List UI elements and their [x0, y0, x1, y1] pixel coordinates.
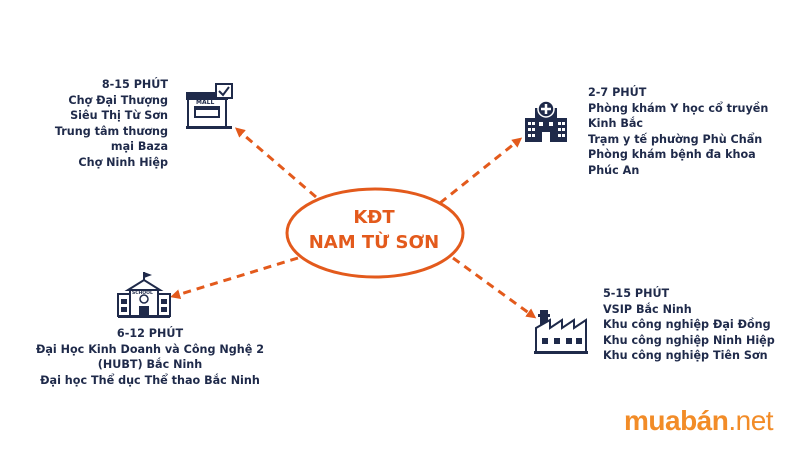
shopping-block: 8-15 PHÚT Chợ Đại Thượng Siêu Thị Từ Sơn… — [55, 77, 168, 170]
industry-time: 5-15 PHÚT — [603, 287, 670, 300]
mall-icon-label: MALL — [196, 99, 214, 106]
brand-logo-main: muabán — [624, 405, 729, 436]
arrow-to-health — [439, 137, 523, 205]
center-label-line1: KĐT — [353, 207, 395, 228]
industry-item: Khu công nghiệp Ninh Hiệp — [603, 333, 775, 347]
health-item: Kinh Bắc — [588, 117, 644, 130]
education-item: (HUBT) Bắc Ninh — [97, 358, 203, 371]
center-label-line2: NAM TỪ SƠN — [308, 232, 440, 253]
health-item: Phòng khám Y học cổ truyền — [588, 101, 769, 115]
brand-logo: muabán.net — [624, 405, 774, 437]
industry-item: Khu công nghiệp Tiên Sơn — [603, 349, 768, 362]
shopping-item: Chợ Đại Thượng — [68, 93, 168, 107]
arrow-to-shopping — [234, 127, 317, 199]
brand-logo-suffix: .net — [728, 405, 774, 436]
health-item: Phòng khám bệnh đa khoa — [588, 148, 756, 161]
industry-item: VSIP Bắc Ninh — [603, 302, 692, 316]
education-item: Đại Học Kinh Doanh và Công Nghệ 2 — [35, 342, 264, 356]
industry-block: 5-15 PHÚT VSIP Bắc Ninh Khu công nghiệp … — [603, 286, 775, 364]
arrow-to-education — [170, 256, 299, 300]
shopping-item: Siêu Thị Từ Sơn — [70, 109, 168, 122]
shopping-item: Chợ Ninh Hiệp — [78, 155, 168, 169]
factory-icon — [534, 310, 588, 354]
education-time: 6-12 PHÚT — [116, 327, 184, 340]
shopping-item: Trung tâm thương — [54, 124, 168, 138]
shopping-item: mại Baza — [110, 140, 168, 153]
shopping-time: 8-15 PHÚT — [101, 78, 168, 91]
industry-item: Khu công nghiệp Đại Đồng — [603, 318, 771, 331]
school-icon-label: SCHOOL — [132, 290, 153, 296]
education-item: Đại học Thể dục Thể thao Bắc Ninh — [40, 373, 260, 387]
health-time: 2-7 PHÚT — [588, 86, 647, 99]
arrow-to-industry — [452, 256, 537, 319]
school-icon: SCHOOL — [117, 272, 171, 318]
education-block: 6-12 PHÚT Đại Học Kinh Doanh và Công Ngh… — [30, 326, 270, 388]
hospital-icon — [525, 100, 567, 142]
mall-icon: MALL — [186, 83, 233, 129]
health-item: Phúc An — [588, 163, 640, 177]
health-item: Trạm y tế phường Phù Chẩn — [588, 132, 763, 146]
center-node — [285, 187, 465, 279]
health-block: 2-7 PHÚT Phòng khám Y học cổ truyền Kinh… — [588, 85, 768, 178]
